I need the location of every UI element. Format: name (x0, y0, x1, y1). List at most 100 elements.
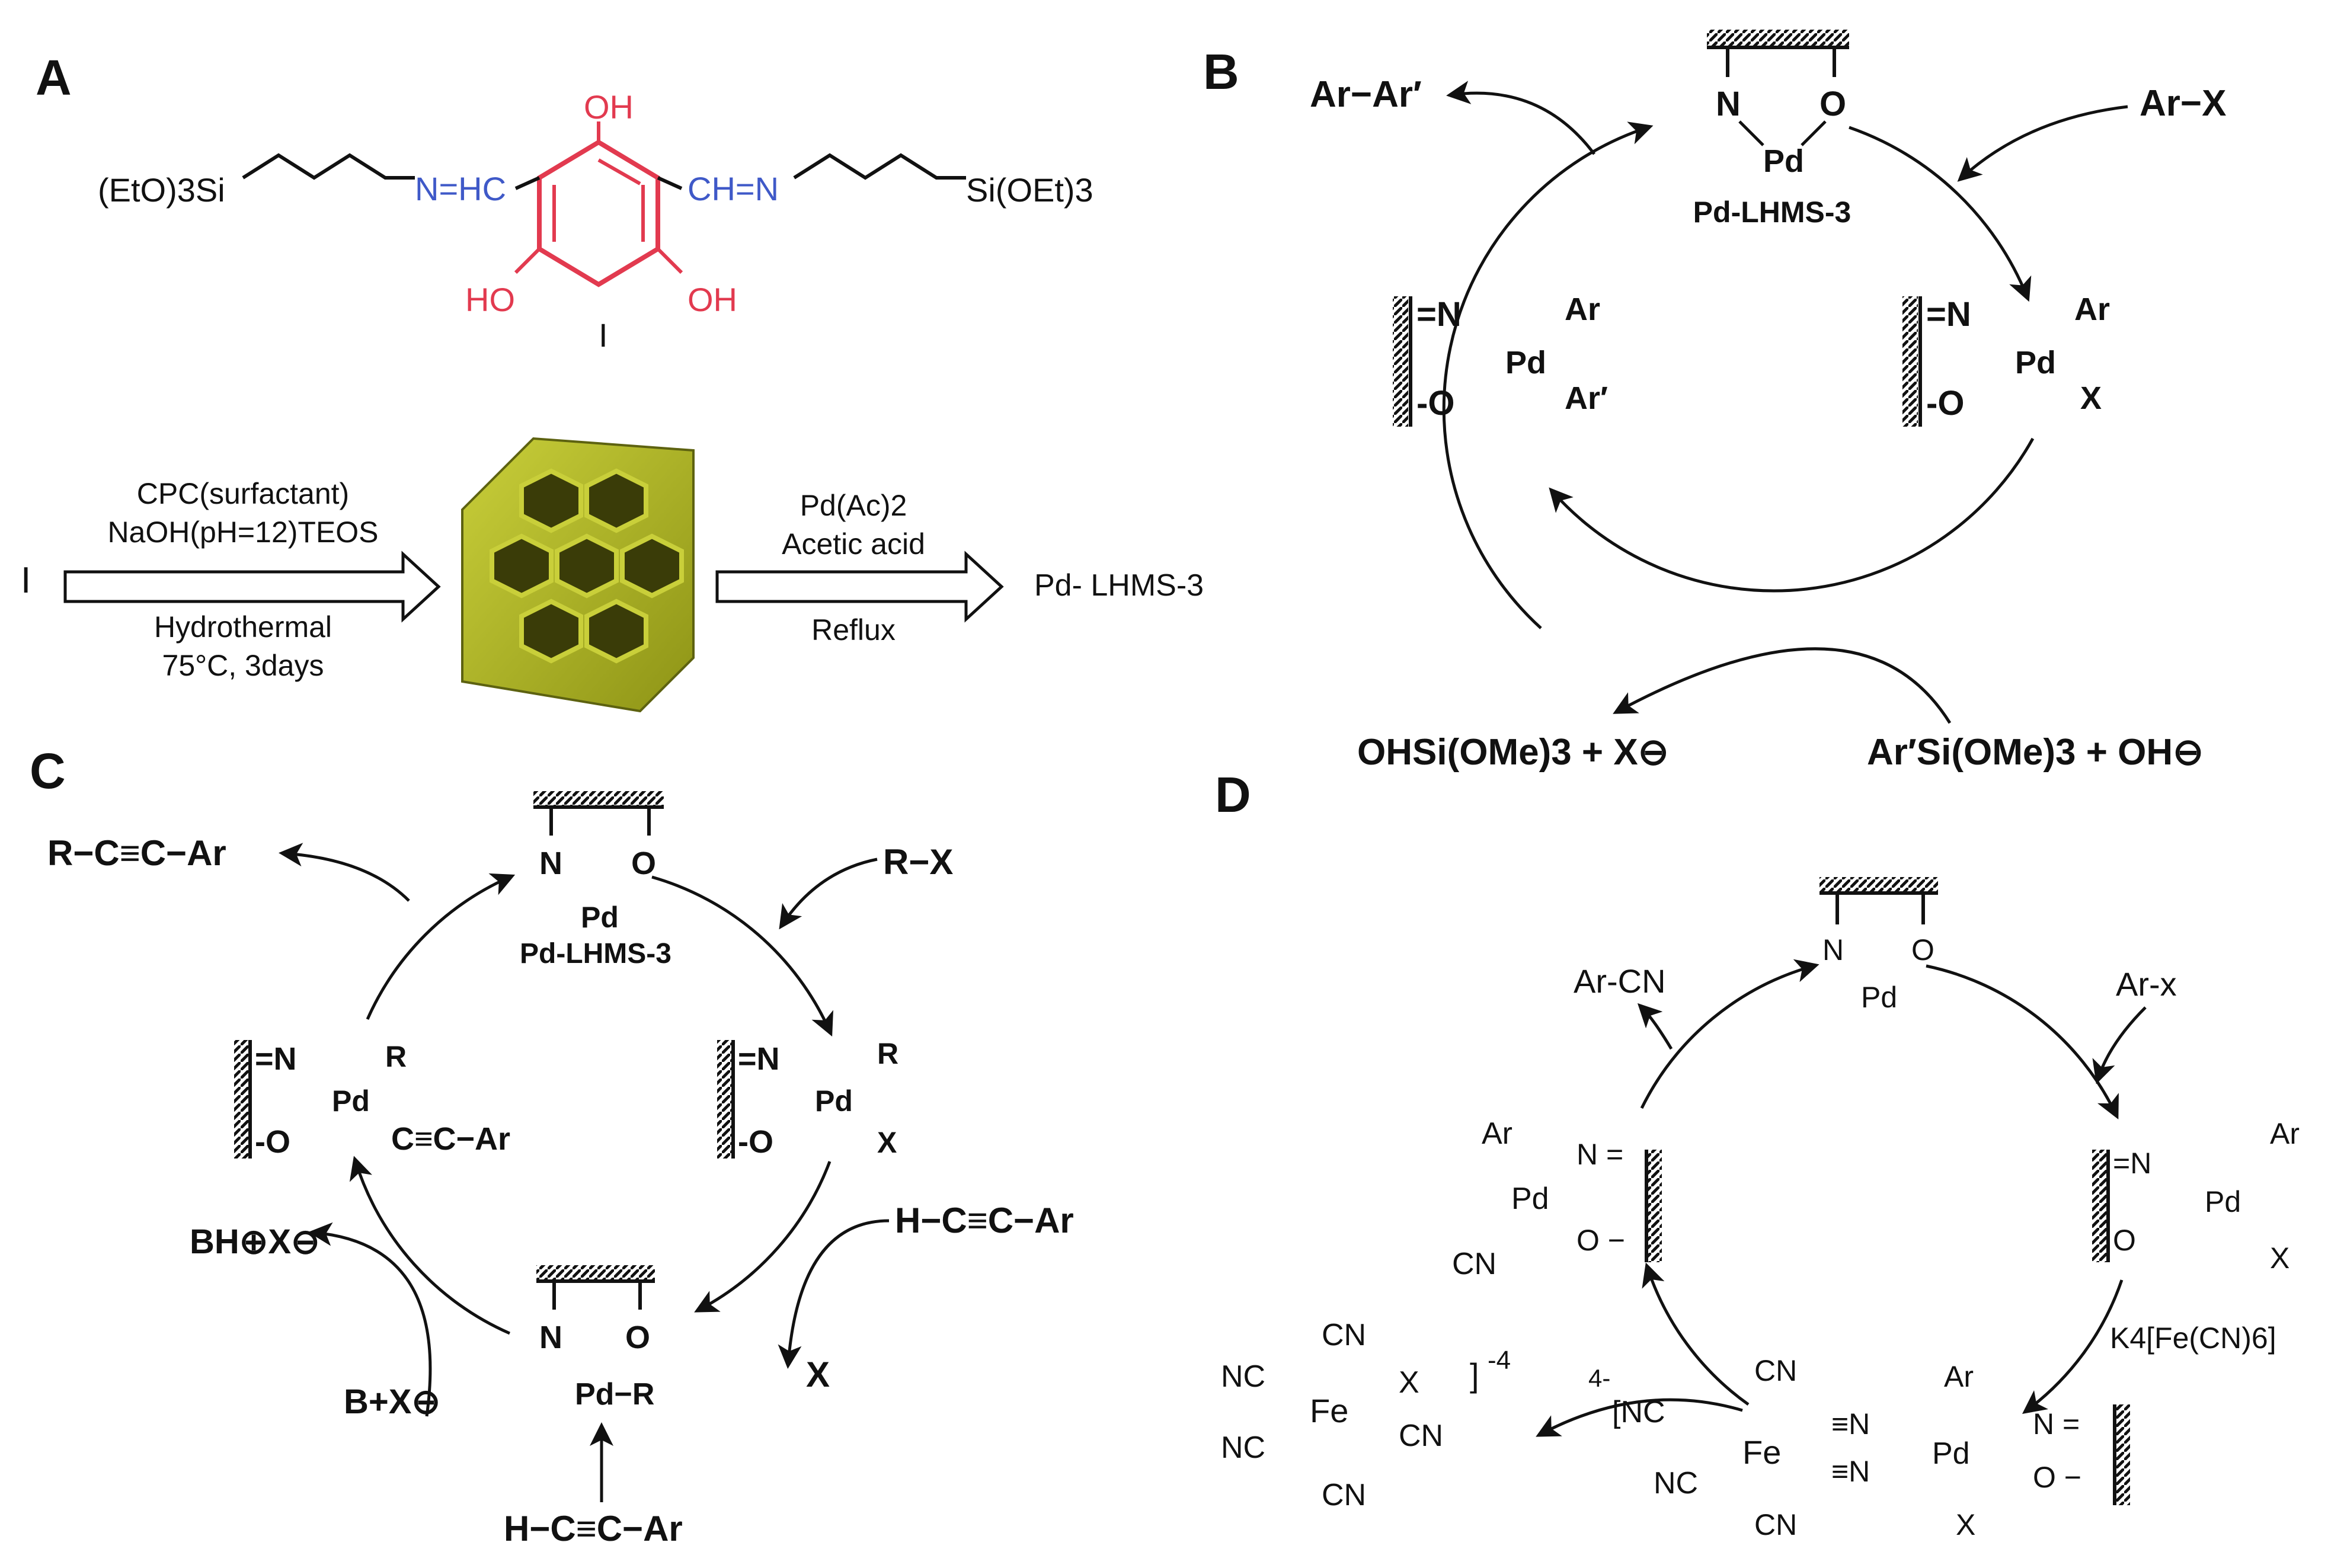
svg-text:≡N: ≡N (1831, 1455, 1870, 1488)
step1-above-1: CPC(surfactant) (137, 477, 349, 510)
step2-below: Reflux (811, 613, 896, 647)
svg-text:O: O (1819, 85, 1846, 123)
hydroxyl-right: OH (687, 281, 737, 318)
svg-text:-O: -O (255, 1124, 290, 1160)
d-cycle-arc-bottom-left (1642, 1262, 1750, 1406)
right-imine: CH=N (687, 170, 779, 207)
d-reagent: Ar-x (2116, 965, 2177, 1003)
right-silane: Si(OEt)3 (966, 171, 1093, 209)
cycle-arc-right (1849, 126, 2032, 302)
synthesis-step-1: I CPC(surfactant) NaOH(pH=12)TEOS Hydrot… (21, 477, 441, 682)
d-product-arrow (1637, 1003, 1673, 1050)
panel-a-label: A (36, 50, 72, 105)
svg-text:CN: CN (1754, 1354, 1797, 1387)
svg-text:Pd: Pd (815, 1084, 853, 1118)
svg-text:X: X (877, 1126, 897, 1159)
c-intermediate-bottom: N O Pd−R (536, 1265, 655, 1412)
b-product: Ar−Ar′ (1310, 74, 1422, 115)
svg-text:CN: CN (1322, 1318, 1366, 1352)
svg-text:=N: =N (255, 1041, 297, 1077)
svg-text:=N: =N (1416, 295, 1462, 334)
d-cycle-arc-right (1926, 964, 2119, 1120)
d-intermediate-left: Ar Pd N = O − CN (1452, 1116, 1662, 1281)
b-intermediate-right: =N -O Pd Ar X (1902, 292, 2110, 427)
c-cycle-arc-top-left (366, 873, 516, 1020)
svg-text:CN: CN (1452, 1247, 1496, 1281)
svg-text:Pd: Pd (1861, 981, 1897, 1014)
c-salt: BH⊕X⊖ (190, 1223, 320, 1261)
svg-text:N: N (1822, 933, 1844, 967)
svg-text:N: N (1716, 85, 1741, 123)
svg-text:O −: O − (1576, 1224, 1625, 1257)
left-propyl-chain (242, 153, 415, 180)
svg-text:O: O (1911, 933, 1934, 967)
d-cycle-arc-bottom-right (2022, 1279, 2124, 1414)
step2-above-2: Acetic acid (782, 527, 925, 561)
svg-text:X: X (2080, 380, 2102, 416)
svg-text:N =: N = (2033, 1407, 2080, 1441)
c-alkyne-bottom: H−C≡C−Ar (504, 1509, 683, 1548)
svg-text:X: X (2270, 1241, 2289, 1275)
svg-text:-O: -O (738, 1124, 773, 1160)
svg-text:Pd: Pd (581, 901, 619, 934)
d-iron-complex-charge: -4 (1488, 1346, 1511, 1375)
d-catalyst-top: N O Pd (1819, 877, 1938, 1014)
hydroxyl-top: OH (584, 88, 634, 126)
b-catalyst-top: N O Pd Pd-LHMS-3 (1693, 30, 1851, 229)
step1-below-2: 75°C, 3days (162, 649, 324, 682)
svg-text:Pd: Pd (2205, 1185, 2241, 1218)
d-reagent-arrow (2092, 1006, 2147, 1084)
svg-text:N: N (539, 846, 562, 881)
synthesis-step-2: Pd(Ac)2 Acetic acid Reflux Pd- LHMS-3 (715, 489, 1204, 647)
svg-text:NC: NC (1221, 1359, 1265, 1394)
svg-text:N =: N = (1576, 1138, 1623, 1171)
svg-text:=N: =N (1926, 295, 1971, 334)
svg-text:NC: NC (1654, 1466, 1698, 1500)
svg-text:X: X (1399, 1365, 1419, 1400)
c-reagent: R−X (883, 842, 953, 882)
svg-text:O: O (631, 846, 656, 881)
panel-b: B Ar−Ar′ Ar−X OHSi(OMe)3 + X⊖ Ar′Si(OMe)… (1203, 30, 2226, 773)
svg-text:Ar′: Ar′ (1565, 380, 1608, 416)
svg-text:O: O (2113, 1224, 2136, 1257)
step1-above-2: NaOH(pH=12)TEOS (107, 516, 378, 549)
c-cycle-arc-bottom-right (694, 1161, 832, 1313)
svg-text:=N: =N (738, 1041, 780, 1077)
svg-text:X: X (1956, 1508, 1975, 1541)
c-catalyst-top: N O Pd Pd-LHMS-3 (520, 791, 671, 969)
svg-text:-O: -O (1926, 384, 1964, 423)
cycle-arc-bottom (1549, 437, 2035, 593)
svg-text:Pd: Pd (332, 1084, 370, 1118)
step1-start: I (21, 560, 31, 601)
svg-text:Ar: Ar (2270, 1117, 2300, 1150)
d-bridge-charge: 4- (1588, 1364, 1610, 1392)
d-cyanide-source: K4[Fe(CN)6] (2110, 1321, 2276, 1355)
c-catalyst-name: Pd-LHMS-3 (520, 938, 671, 969)
c-base: B+X⊖ (344, 1383, 440, 1421)
svg-text:R: R (877, 1037, 898, 1070)
svg-text:]: ] (1470, 1356, 1479, 1394)
svg-text:[NC: [NC (1612, 1395, 1665, 1429)
svg-text:CN: CN (1322, 1478, 1366, 1512)
step1-below-1: Hydrothermal (154, 610, 332, 644)
svg-text:Pd: Pd (1932, 1436, 1970, 1471)
c-reagent-arrow (779, 857, 878, 930)
d-iron-arrow (1536, 1398, 1743, 1437)
svg-text:Ar: Ar (1944, 1360, 1974, 1393)
ligand-structure: (EtO)3Si N=HC OH HO OH I CH=N Si(OEt)3 (98, 88, 1093, 354)
c-cycle-arc-bottom-left (349, 1156, 511, 1335)
svg-text:-O: -O (1416, 384, 1454, 423)
b-reagent: Ar−X (2140, 83, 2226, 124)
c-product-arrow (279, 843, 410, 902)
c-base-arrow (308, 1222, 432, 1417)
svg-text:CN: CN (1754, 1508, 1797, 1541)
benzene-ring (537, 139, 660, 287)
c-product: R−C≡C−Ar (47, 833, 226, 873)
svg-text:Fe: Fe (1742, 1433, 1781, 1471)
panel-d: D Ar-CN Ar-x K4[Fe(CN)6] N O Pd Ar Pd N … (1215, 767, 2300, 1541)
c-intermediate-right: =N -O Pd R X (717, 1037, 898, 1160)
cycle-arc-left (1442, 121, 1654, 629)
svg-text:Pd: Pd (2015, 345, 2056, 380)
svg-text:NC: NC (1221, 1431, 1265, 1465)
